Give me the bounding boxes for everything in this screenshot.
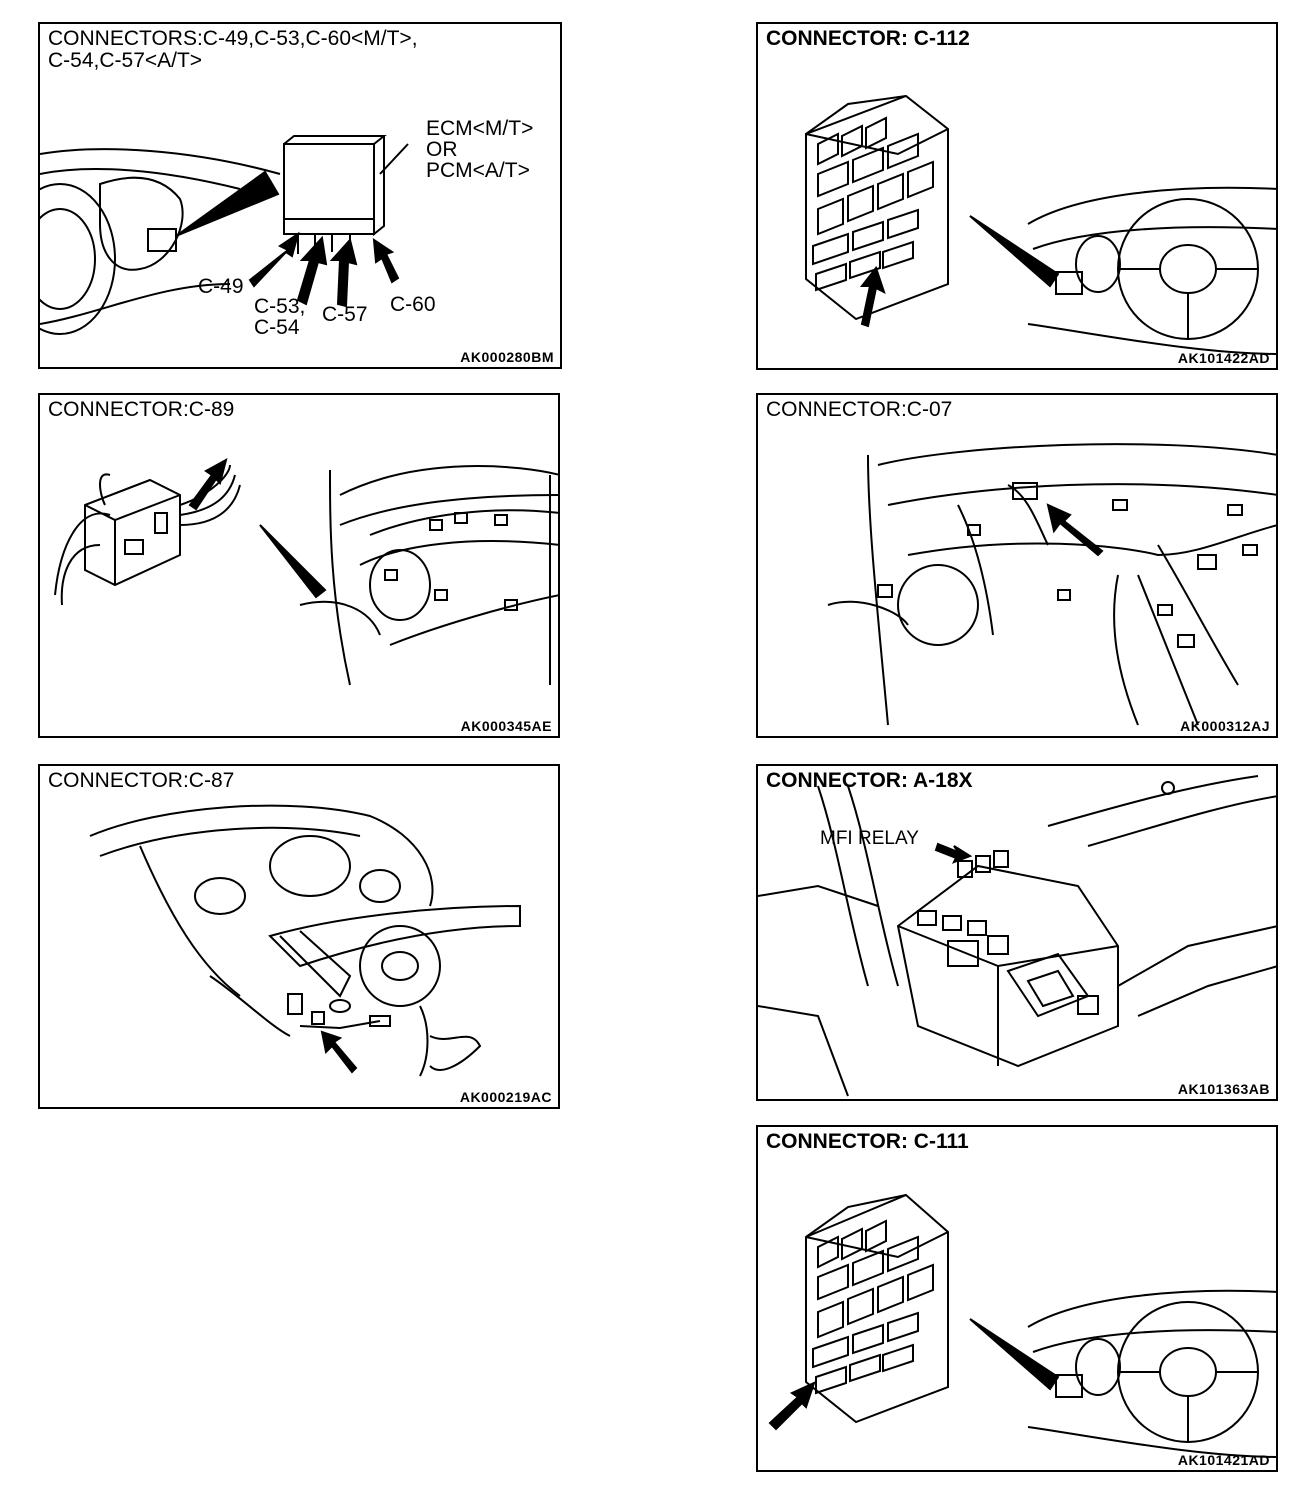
figure-code: AK000345AE bbox=[460, 718, 552, 734]
connector-panel-a18x: CONNECTOR: A-18X MFI RELAY AK101363AB bbox=[756, 764, 1278, 1101]
connector-panel-c89: CONNECTOR:C-89 AK000345AE bbox=[38, 393, 560, 738]
c57-label: C-57 bbox=[322, 303, 368, 326]
connector-panel-c112: CONNECTOR: C-112 AK101422AD bbox=[756, 22, 1278, 370]
figure-code: AK101421AD bbox=[1177, 1452, 1270, 1468]
c07-harness-illustration bbox=[827, 443, 1276, 726]
connector-panel-c49-c53-c60: CONNECTORS:C-49,C-53,C-60<M/T>, C-54,C-5… bbox=[38, 22, 562, 369]
panel-title: CONNECTOR:C-89 bbox=[48, 398, 235, 421]
mfi-relay-label: MFI RELAY bbox=[820, 828, 919, 849]
c53-c54-label: C-53, C-54 bbox=[254, 295, 306, 339]
connector-panel-c07: CONNECTOR:C-07 AK000312AJ bbox=[756, 393, 1278, 738]
panel-title: CONNECTOR:C-87 bbox=[48, 769, 235, 792]
engine-bay-relay-box-illustration bbox=[758, 775, 1276, 1097]
figure-code: AK000280BM bbox=[460, 349, 554, 365]
c60-label: C-60 bbox=[390, 293, 436, 316]
c49-label: C-49 bbox=[198, 275, 244, 298]
figure-code: AK000312AJ bbox=[1180, 718, 1270, 734]
panel-title: CONNECTORS:C-49,C-53,C-60<M/T>, C-54,C-5… bbox=[48, 27, 418, 72]
panel-title: CONNECTOR:C-07 bbox=[766, 398, 953, 421]
c87-column-switch-illustration bbox=[89, 804, 521, 1077]
figure-code: AK101363AB bbox=[1177, 1081, 1270, 1097]
c89-connector-illustration bbox=[54, 458, 558, 686]
figure-code: AK101422AD bbox=[1177, 350, 1270, 366]
junction-block-illustration bbox=[768, 1193, 1276, 1458]
panel-title: CONNECTOR: A-18X bbox=[766, 769, 973, 792]
junction-block-illustration bbox=[805, 94, 1276, 355]
ecm-pcm-label: ECM<M/T> OR PCM<A/T> bbox=[426, 117, 534, 182]
panel-title: CONNECTOR: C-112 bbox=[766, 27, 970, 50]
figure-code: AK000219AC bbox=[459, 1089, 552, 1105]
connector-panel-c87: CONNECTOR:C-87 AK000219AC bbox=[38, 764, 560, 1109]
connector-panel-c111: CONNECTOR: C-111 AK101421AD bbox=[756, 1125, 1278, 1472]
ecm-location-illustration bbox=[40, 135, 409, 335]
panel-title: CONNECTOR: C-111 bbox=[766, 1130, 969, 1153]
